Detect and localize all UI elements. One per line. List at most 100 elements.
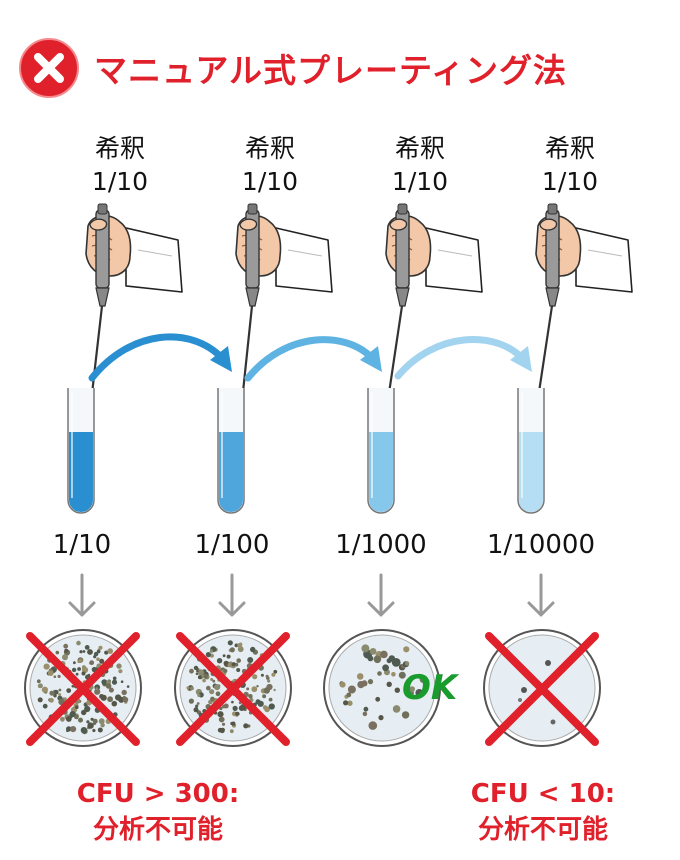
colony-dot [58,693,62,697]
colony-dot [190,686,194,691]
verdict-line-1: CFU < 10: [470,779,616,809]
verdict-too-many: CFU > 300: 分析不可能 [43,776,273,848]
colony-dot [100,723,105,728]
colony-dot [229,661,233,665]
colony-dot [196,702,200,705]
colony-dot [90,717,94,721]
colony-dot [49,690,55,696]
colony-dot [217,711,224,718]
colony-dot [231,700,234,704]
colony-dot [231,662,236,667]
dilution-label-4: 希釈 1/10 [505,132,635,198]
page-title: マニュアル式プレーティング法 [94,51,568,90]
colony-dot [87,722,94,729]
colony-dot [377,671,382,676]
colony-dot [62,654,68,661]
colony-dot [70,726,77,733]
colony-dot [223,668,228,674]
colony-dot [257,700,264,707]
colony-dot [98,718,105,725]
petri-dish-1 [24,629,142,747]
colony-dot [361,644,370,653]
colony-dot [75,672,79,676]
colony-dot [373,655,382,664]
verdict-line-2: 分析不可能 [477,815,608,845]
colony-dot [84,645,90,650]
colony-dot [210,696,215,702]
dilution-value-text: 1/10 [541,167,599,196]
colony-dot [267,679,271,683]
colony-dot [58,688,62,692]
colony-dot [104,650,109,655]
dilution-label-1: 希釈 1/10 [55,132,185,198]
verdict-too-few: CFU < 10: 分析不可能 [428,776,658,848]
colony-dot [202,678,206,683]
colony-dot [206,685,211,691]
colony-dot [93,651,99,657]
dilution-value-text: 1/10 [91,167,149,196]
colony-dot [80,727,88,734]
down-arrow-icon [527,573,555,617]
colony-dot [60,716,65,722]
colony-dot [221,722,226,726]
colony-dot [197,675,202,680]
colony-dot [92,718,98,724]
colony-dot [37,697,43,703]
ratio-label-1: 1/10 [52,530,112,560]
colony-dot [73,661,76,665]
dilution-value-text: 1/10 [241,167,299,196]
colony-dot [49,697,54,703]
colony-dot [378,715,384,721]
colony-dot [222,654,226,658]
colony-dot [386,658,392,664]
transfer-arrow-2 [244,336,376,382]
colony-dot [220,727,225,732]
colony-dot [205,652,211,658]
colony-dot [243,723,249,729]
colonies [339,644,430,730]
colony-dot [209,649,214,653]
colony-dot [54,689,59,695]
colony-dot [346,692,352,698]
transfer-arrow-3 [394,336,526,380]
colony-dot [120,680,124,683]
colony-dot [236,658,241,663]
colony-dot [99,658,105,664]
colony-dot [64,648,69,653]
dilution-label-2: 希釈 1/10 [205,132,335,198]
colony-dot [262,694,267,699]
dilution-value-text: 1/10 [391,167,449,196]
colony-dot [78,717,83,723]
colony-dot [193,665,199,671]
colony-dot [212,679,216,683]
colony-dot [404,661,410,666]
colony-dot [53,694,57,698]
colony-dot [263,687,270,694]
reject-cross-icon [26,632,140,746]
colony-dot [339,681,346,688]
colony-dot [424,684,430,690]
colony-dot [122,696,127,700]
colony-dot [229,647,235,653]
colony-dot [268,697,273,702]
colony-dot [347,685,356,694]
colony-dot [116,663,122,669]
colony-dot [380,650,388,659]
colony-dot [223,660,229,666]
colony-dot [75,705,79,709]
ratio-label-3: 1/1000 [335,530,427,560]
test-tube-3 [367,388,395,514]
colony-dot [234,643,239,648]
colony-dot [223,703,229,709]
colony-dot [57,674,61,679]
colony-dot [271,672,276,677]
colony-dot [94,688,101,695]
colony-dot [98,645,103,650]
colony-dot [357,681,365,689]
dilution-label-text: 希釈 [544,134,595,163]
colony-dot [362,711,368,717]
dilution-label-3: 希釈 1/10 [355,132,485,198]
colony-dot [126,685,130,688]
colony-dot [415,689,424,697]
colony-dot [195,704,199,708]
